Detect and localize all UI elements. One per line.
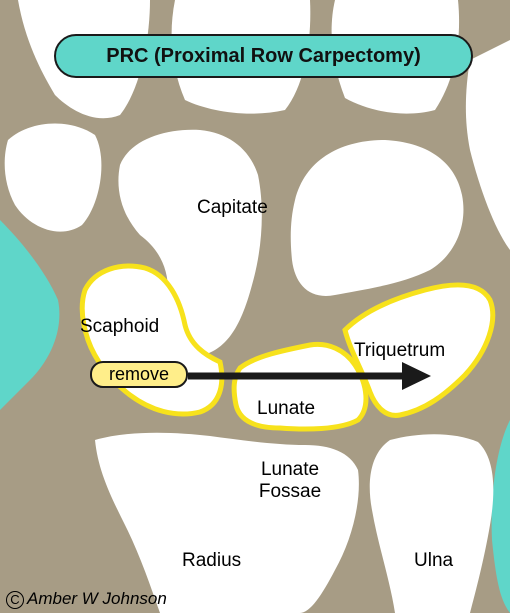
label-lunate-fossae-line2: Fossae xyxy=(250,481,330,503)
label-lunate-fossae: Lunate Fossae xyxy=(250,459,330,503)
label-scaphoid: Scaphoid xyxy=(80,316,159,338)
copyright-icon: C xyxy=(6,591,24,609)
copyright-symbol: C xyxy=(10,592,19,607)
label-radius: Radius xyxy=(182,550,241,572)
copyright-credit: C Amber W Johnson xyxy=(6,589,167,609)
label-ulna: Ulna xyxy=(414,550,453,572)
diagram-title: PRC (Proximal Row Carpectomy) xyxy=(54,34,473,78)
copyright-name: Amber W Johnson xyxy=(27,589,167,608)
label-triquetrum: Triquetrum xyxy=(354,340,445,362)
label-lunate: Lunate xyxy=(257,398,315,420)
label-capitate: Capitate xyxy=(197,197,268,219)
remove-tag: remove xyxy=(90,361,188,388)
label-lunate-fossae-line1: Lunate xyxy=(250,459,330,481)
